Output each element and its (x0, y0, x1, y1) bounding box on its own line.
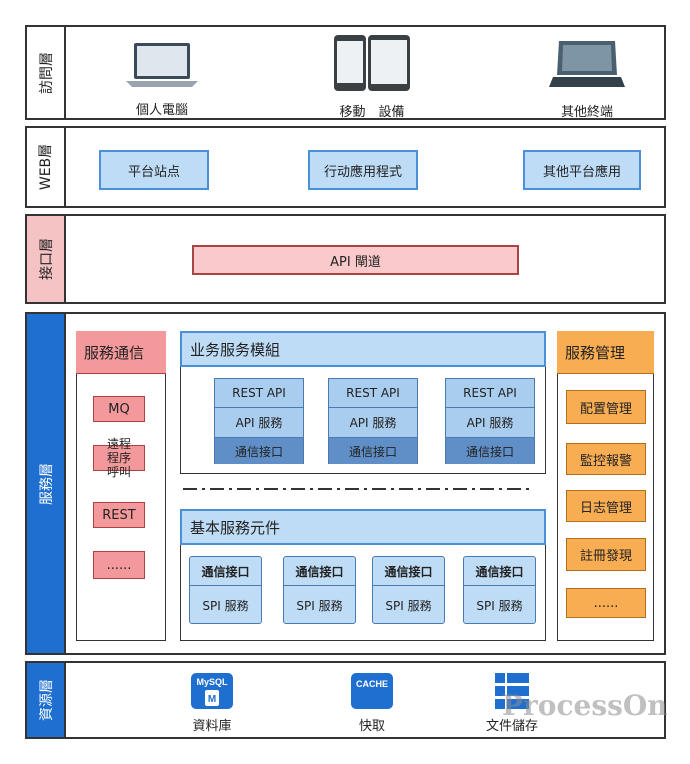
laptop-icon (126, 43, 198, 87)
mysql-database-icon: MySQL M (191, 673, 233, 709)
business-module-1: REST API API 服務 通信接口 (214, 378, 304, 464)
component-comm: 通信接口 (464, 557, 535, 586)
svg-text:M: M (208, 694, 216, 705)
resource-database: MySQL M 資料庫 (167, 671, 257, 734)
resource-name: 資料庫 (192, 719, 232, 734)
web-item-mobile-app: 行动應用程式 (308, 150, 418, 190)
base-component-3: 通信接口 SPI 服務 (372, 556, 445, 624)
web-layer-label: WEB層 (27, 128, 66, 206)
watermark: ProcessOn (502, 689, 668, 722)
resource-file-storage: 文件儲存 (467, 671, 557, 734)
device-name: 其他終端 (560, 105, 613, 120)
module-row-comm: 通信接口 (446, 438, 534, 464)
service-management-title: 服務管理 (557, 331, 654, 374)
module-row-rest: REST API (329, 379, 417, 408)
mgmt-item-more: ...... (566, 588, 646, 618)
comm-item-mq: MQ (93, 396, 145, 422)
interface-layer-label: 接口層 (27, 216, 66, 302)
resource-cache: CACHE 快取 (327, 671, 417, 734)
module-row-rest: REST API (215, 379, 303, 408)
module-row-api: API 服務 (446, 408, 534, 438)
interface-layer: 接口層 API 閘道 (25, 214, 666, 304)
terminal-icon (549, 41, 625, 87)
mgmt-item-config: 配置管理 (566, 390, 646, 424)
module-row-rest: REST API (446, 379, 534, 408)
component-spi: SPI 服務 (296, 598, 343, 613)
resource-name: 快取 (358, 719, 385, 734)
component-comm: 通信接口 (284, 557, 355, 586)
service-layer: 服務層 服務通信 MQ 遠程 程序 呼叫 REST ...... 业务服务模組 … (25, 312, 666, 655)
dash-dot-divider (183, 488, 533, 490)
resource-name: 文件儲存 (485, 719, 538, 734)
svg-text:CACHE: CACHE (356, 679, 388, 689)
base-components-panel: 基本服務元件 通信接口 SPI 服務 通信接口 SPI 服務 通信接口 SPI … (180, 509, 546, 641)
resource-layer: 資源層 MySQL M 資料庫 CACHE 快取 文件儲存 ProcessOn (25, 661, 668, 739)
web-item-platform-site: 平台站点 (99, 150, 209, 190)
module-row-api: API 服務 (215, 408, 303, 438)
file-storage-icon (495, 673, 529, 709)
device-pc: 個人電腦 (112, 39, 212, 118)
device-name: 個人電腦 (135, 103, 188, 118)
base-components-title: 基本服務元件 (180, 509, 546, 545)
component-spi: SPI 服務 (476, 598, 523, 613)
component-spi: SPI 服務 (385, 598, 432, 613)
comm-item-rest: REST (93, 502, 145, 528)
base-component-1: 通信接口 SPI 服務 (189, 556, 262, 624)
component-comm: 通信接口 (373, 557, 444, 586)
device-terminal: 其他終端 (532, 37, 642, 120)
base-component-2: 通信接口 SPI 服務 (283, 556, 356, 624)
mgmt-item-monitor: 監控報警 (566, 443, 646, 475)
base-component-4: 通信接口 SPI 服務 (463, 556, 536, 624)
mobile-tablet-icon (334, 35, 410, 91)
service-management-panel: 服務管理 配置管理 監控報警 日志管理 註冊發現 ...... (557, 331, 654, 641)
api-gateway: API 閘道 (192, 245, 519, 275)
module-row-comm: 通信接口 (215, 438, 303, 464)
comm-item-rpc: 遠程 程序 呼叫 (106, 437, 131, 479)
comm-item-more: ...... (93, 551, 145, 579)
service-comm-panel: 服務通信 MQ 遠程 程序 呼叫 REST ...... (76, 331, 166, 641)
svg-text:MySQL: MySQL (196, 677, 228, 687)
mgmt-item-registry: 註冊發現 (566, 538, 646, 571)
business-module-title: 业务服务模組 (180, 331, 546, 367)
web-layer: WEB層 平台站点 行动應用程式 其他平台應用 (25, 126, 666, 208)
web-item-other-platform: 其他平台應用 (523, 150, 641, 190)
business-module-3: REST API API 服務 通信接口 (445, 378, 535, 464)
mgmt-item-log: 日志管理 (566, 490, 646, 522)
service-comm-title: 服務通信 (76, 331, 166, 374)
resource-layer-label: 資源層 (27, 663, 66, 737)
module-row-comm: 通信接口 (329, 438, 417, 464)
device-mobile: 移動 設備 (322, 33, 422, 120)
device-name: 移動 設備 (339, 105, 405, 120)
service-layer-label: 服務層 (27, 314, 66, 653)
comm-item-rpc-box (93, 445, 145, 471)
business-module-2: REST API API 服務 通信接口 (328, 378, 418, 464)
access-layer: 訪問層 個人電腦 移動 設備 其他終端 (25, 25, 666, 120)
component-spi: SPI 服務 (202, 598, 249, 613)
module-row-api: API 服務 (329, 408, 417, 438)
component-comm: 通信接口 (190, 557, 261, 586)
business-module-panel: 业务服务模組 REST API API 服務 通信接口 REST API API… (180, 331, 546, 474)
cache-icon: CACHE (351, 673, 393, 709)
access-layer-label: 訪問層 (27, 27, 66, 118)
